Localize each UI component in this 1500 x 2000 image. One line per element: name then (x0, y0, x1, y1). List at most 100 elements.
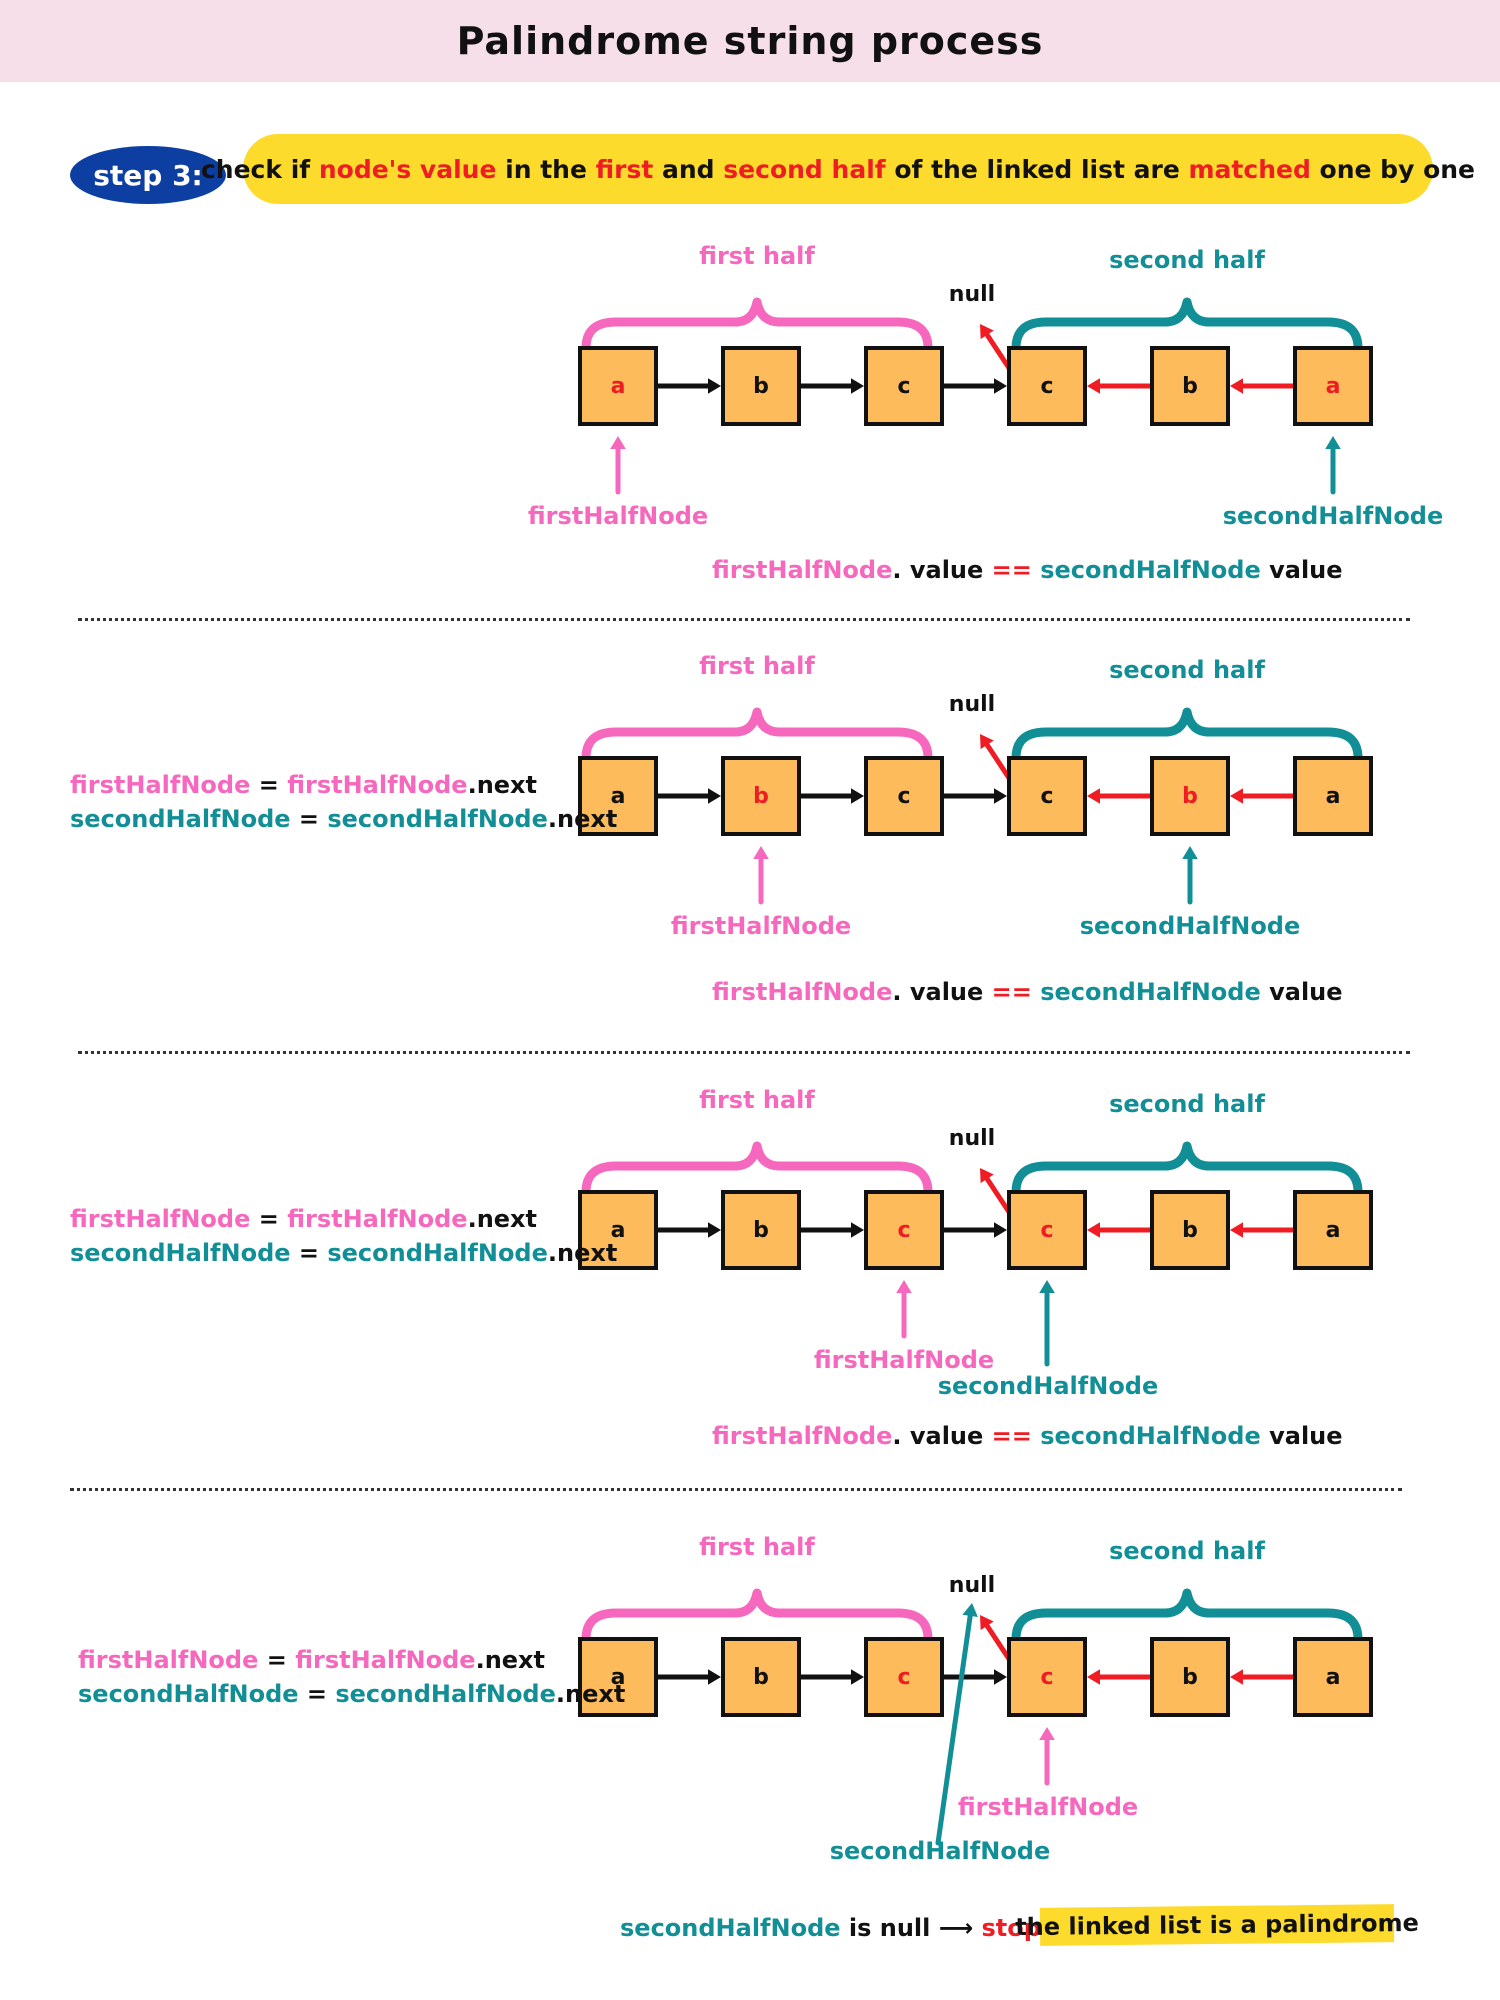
list-node: a (1293, 346, 1373, 426)
first-half-label: first half (699, 652, 815, 680)
right-arrow-icon: ⟶ (938, 1914, 974, 1942)
assign-first-rhs: firstHalfNode (287, 1205, 468, 1233)
compare-equals: == (991, 978, 1032, 1006)
assign-first-eq: = (250, 771, 288, 799)
next-arrow-head (851, 788, 864, 804)
assign-second-next: .next (547, 1239, 618, 1267)
list-node: b (1150, 346, 1230, 426)
reversed-arrow-head (1230, 1669, 1243, 1685)
diagram-drawing (581, 707, 1363, 905)
second-pointer-label: secondHalfNode (1222, 502, 1444, 530)
reversed-arrow-head (1087, 1669, 1100, 1685)
second-pointer-arrow-shaft (935, 1610, 974, 1846)
second-pointer-label: secondHalfNode (829, 1837, 1051, 1865)
assign-second-rhs: secondHalfNode (327, 1239, 548, 1267)
assign-second-eq: = (298, 1680, 336, 1708)
assign-second-next: .next (547, 805, 618, 833)
list-node: c (1007, 1190, 1087, 1270)
list-node: c (864, 346, 944, 426)
null-arrow-shaft (983, 1620, 1012, 1662)
banner-segment: matched (1188, 154, 1311, 184)
null-arrow-shaft (983, 739, 1012, 781)
reversed-arrow-head (1087, 378, 1100, 394)
assign-first-lhs: firstHalfNode (70, 771, 251, 799)
second-half-label: second half (1109, 1090, 1265, 1118)
assign-second-lhs: secondHalfNode (70, 805, 291, 833)
banner-segment: second half (723, 154, 886, 184)
list-node: a (578, 1637, 658, 1717)
null-arrow-head (980, 324, 994, 340)
compare-second: secondHalfNode (1031, 978, 1261, 1006)
first-half-brace (581, 297, 933, 353)
list-node: a (578, 1190, 658, 1270)
assign-second-lhs: secondHalfNode (70, 1239, 291, 1267)
stop-text: stop (973, 1914, 1041, 1942)
null-arrow-head (980, 1615, 994, 1631)
stop-condition-note: secondHalfNode is null ⟶ stop (620, 1914, 1041, 1942)
first-half-label: first half (699, 1086, 815, 1114)
second-assignment-line: secondHalfNode = secondHalfNode.next (70, 1236, 617, 1270)
result-highlight: the linked list is a palindrome (1015, 1904, 1419, 1946)
banner-segment: node's value (318, 154, 497, 184)
banner-segment: one by one (1310, 154, 1476, 184)
compare-equals: == (991, 1422, 1032, 1450)
pointer-assignment: firstHalfNode = firstHalfNode .next second… (70, 768, 617, 836)
second-half-label: second half (1109, 1537, 1265, 1565)
compare-expression: firstHalfNode. value == secondHalfNode v… (712, 1422, 1343, 1450)
assign-first-lhs: firstHalfNode (70, 1205, 251, 1233)
first-pointer-arrow-head (610, 436, 626, 449)
second-half-brace (1011, 1141, 1363, 1197)
reversed-arrow-head (1087, 788, 1100, 804)
second-half-brace (1011, 297, 1363, 353)
assign-first-lhs: firstHalfNode (78, 1646, 259, 1674)
compare-expression: firstHalfNode. value == secondHalfNode v… (712, 556, 1343, 584)
null-label: null (948, 282, 996, 307)
assign-first-rhs: firstHalfNode (287, 771, 468, 799)
null-arrow-head (980, 734, 994, 750)
second-assignment-line: secondHalfNode = secondHalfNode.next (70, 802, 617, 836)
second-pointer-arrow-head (962, 1603, 978, 1617)
second-pointer-arrow-head (1325, 436, 1341, 449)
first-half-label: first half (699, 242, 815, 270)
list-node: b (721, 1637, 801, 1717)
compare-first: firstHalfNode (712, 978, 893, 1006)
list-node: a (1293, 1190, 1373, 1270)
compare-value-2: value (1260, 978, 1343, 1006)
first-pointer-arrow-head (753, 846, 769, 859)
next-arrow-head (994, 788, 1007, 804)
assign-second-lhs: secondHalfNode (78, 1680, 299, 1708)
second-pointer-label: secondHalfNode (937, 1372, 1159, 1400)
assign-second-eq: = (290, 805, 328, 833)
header: Palindrome string process (0, 0, 1500, 82)
diagram-drawing (581, 1588, 1363, 1846)
banner-segment: and (653, 154, 724, 184)
null-label: null (948, 1573, 996, 1598)
list-node: b (721, 346, 801, 426)
list-node: b (1150, 756, 1230, 836)
list-node: b (1150, 1637, 1230, 1717)
section-divider (78, 1051, 1410, 1054)
next-arrow-head (708, 1669, 721, 1685)
list-node: b (721, 756, 801, 836)
compare-value-1: . value (892, 978, 992, 1006)
step-description-banner: check if node's value in the first and s… (201, 134, 1475, 204)
reversed-arrow-head (1230, 378, 1243, 394)
first-assignment-line: firstHalfNode = firstHalfNode.next (78, 1643, 625, 1677)
first-half-brace (581, 707, 933, 763)
list-node: c (1007, 346, 1087, 426)
step-badge: step 3: (70, 146, 226, 204)
null-label: null (948, 1126, 996, 1151)
second-half-label: second half (1109, 246, 1265, 274)
section-divider (78, 618, 1410, 621)
section-divider (70, 1488, 1402, 1491)
next-arrow-head (851, 1222, 864, 1238)
banner-segment: first (595, 154, 654, 184)
second-pointer-arrow-head (1039, 1280, 1055, 1293)
banner-segment: of the linked list are (885, 154, 1189, 184)
assign-second-rhs: secondHalfNode (335, 1680, 556, 1708)
next-arrow-head (994, 378, 1007, 394)
assign-first-eq: = (250, 1205, 288, 1233)
